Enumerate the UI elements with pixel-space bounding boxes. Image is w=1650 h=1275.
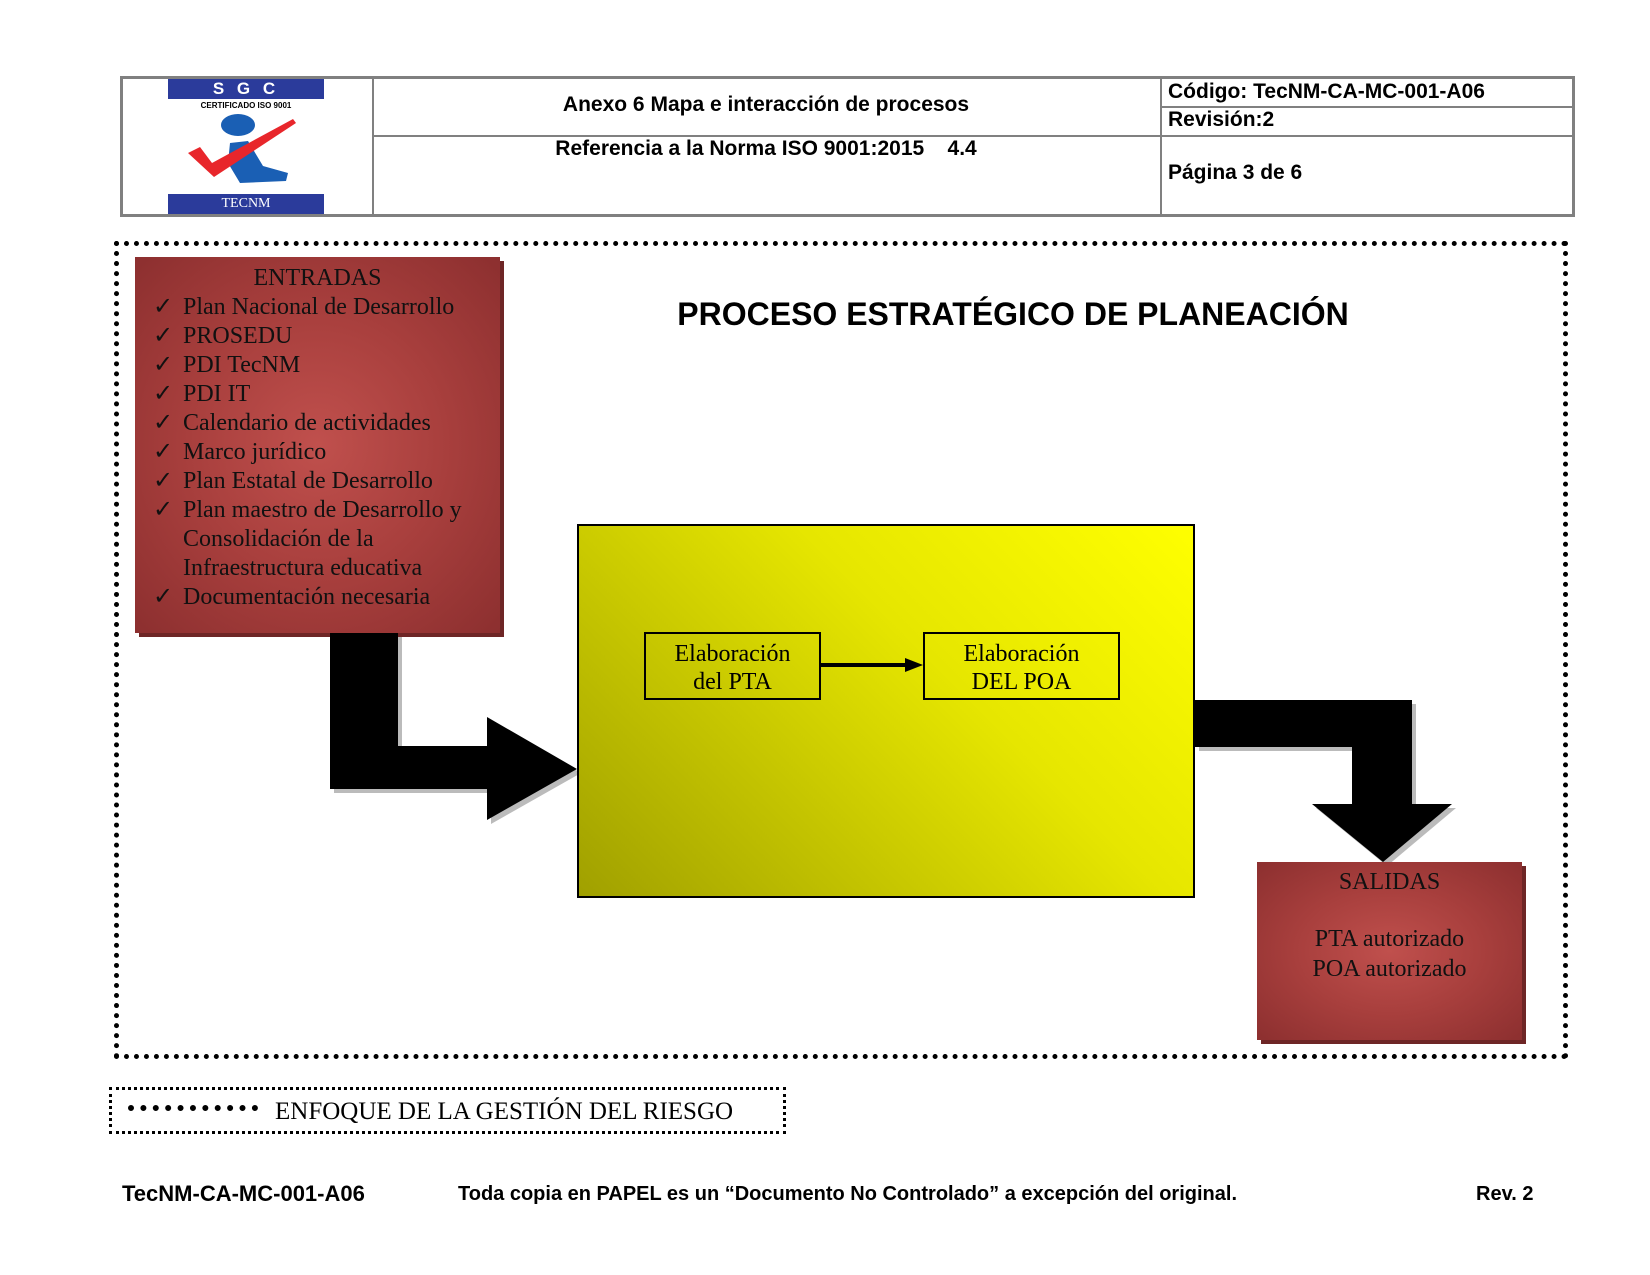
output-item: PTA autorizado [1314, 926, 1465, 952]
inputs-box: ENTRADAS ✓ Plan Nacional de Desarrollo ✓ PR… [135, 257, 500, 633]
sgc-logo: S G C CERTIFICADO ISO 9001 TECNM [168, 79, 324, 214]
document-title: Anexo 6 Mapa e interacción de procesos [562, 93, 970, 116]
input-item: ✓ Marco jurídico [153, 438, 500, 467]
input-item-label: PDI TecNM [183, 352, 301, 378]
check-icon: ✓ [153, 294, 174, 320]
outputs-box: SALIDAS PTA autorizado POA autorizado [1257, 862, 1522, 1040]
footer-notice: Toda copia en PAPEL es un “Documento No … [458, 1183, 1237, 1205]
step-poa-line1: Elaboración [963, 641, 1080, 667]
input-item: ✓ PDI TecNM [153, 351, 500, 380]
input-arrow [330, 633, 577, 820]
check-figure-icon [188, 114, 296, 183]
outputs-heading: SALIDAS [1338, 869, 1441, 895]
logo-top-text: S G C [168, 79, 324, 99]
input-item-label: Documentación necesaria [183, 584, 431, 610]
input-item-label: Plan Estatal de Desarrollo [183, 468, 433, 494]
input-item: ✓ Plan Nacional de Desarrollo [153, 293, 500, 322]
diagram-title: PROCESO ESTRATÉGICO DE PLANEACIÓN [677, 296, 1349, 332]
legend-box: ENFOQUE DE LA GESTIÓN DEL RIESGO [109, 1087, 786, 1134]
page-number: Página 3 de 6 [1168, 161, 1303, 184]
input-item-label: Plan maestro de Desarrollo y Consolidaci… [183, 497, 462, 581]
output-item: POA autorizado [1312, 956, 1467, 982]
input-item-label: PDI IT [183, 381, 251, 407]
check-icon: ✓ [153, 439, 174, 465]
input-item: ✓ Calendario de actividades [153, 409, 500, 438]
input-item: ✓ Plan maestro de Desarrollo y Consolidac… [153, 496, 500, 583]
check-icon: ✓ [153, 323, 174, 349]
input-item-label: Calendario de actividades [183, 410, 431, 436]
input-item-label: Marco jurídico [183, 439, 327, 465]
document-code: Código: TecNM-CA-MC-001-A06 [1168, 80, 1485, 103]
revision: Revisión:2 [1168, 108, 1275, 131]
input-item: ✓ PROSEDU [153, 322, 500, 351]
logo-bottom-text: TECNM [168, 194, 324, 214]
output-arrow [1195, 700, 1452, 862]
input-item: ✓ Plan Estatal de Desarrollo [153, 467, 500, 496]
footer-code: TecNM-CA-MC-001-A06 [122, 1181, 365, 1206]
process-frame [114, 241, 1568, 1059]
input-item-label: PROSEDU [183, 323, 293, 349]
step-poa: Elaboración DEL POA [923, 632, 1120, 700]
step-arrow-icon [821, 658, 923, 672]
step-poa-line2: DEL POA [971, 669, 1072, 695]
norm-reference: Referencia a la Norma ISO 9001:2015 4.4 [555, 137, 977, 160]
step-pta: Elaboración del PTA [644, 632, 821, 700]
header-table: S G C CERTIFICADO ISO 9001 TECNM Anexo 6… [120, 76, 1575, 217]
process-box [577, 524, 1195, 898]
input-item-label: Plan Nacional de Desarrollo [183, 294, 455, 320]
footer-rev: Rev. 2 [1476, 1183, 1534, 1205]
inputs-list: ✓ Plan Nacional de Desarrollo ✓ PROSEDU ✓ PDI… [135, 293, 500, 612]
legend-dotted-line-icon [128, 1105, 258, 1111]
check-icon: ✓ [153, 497, 174, 523]
legend-label: ENFOQUE DE LA GESTIÓN DEL RIESGO [275, 1098, 734, 1125]
logo-sub-text: CERTIFICADO ISO 9001 [200, 101, 292, 110]
inputs-heading: ENTRADAS [253, 265, 382, 291]
check-icon: ✓ [153, 381, 174, 407]
step-pta-line1: Elaboración [674, 641, 791, 667]
input-item: ✓ Documentación necesaria [153, 583, 500, 612]
check-icon: ✓ [153, 468, 174, 494]
input-item: ✓ PDI IT [153, 380, 500, 409]
step-pta-line2: del PTA [693, 669, 772, 695]
check-icon: ✓ [153, 584, 174, 610]
check-icon: ✓ [153, 352, 174, 378]
check-icon: ✓ [153, 410, 174, 436]
